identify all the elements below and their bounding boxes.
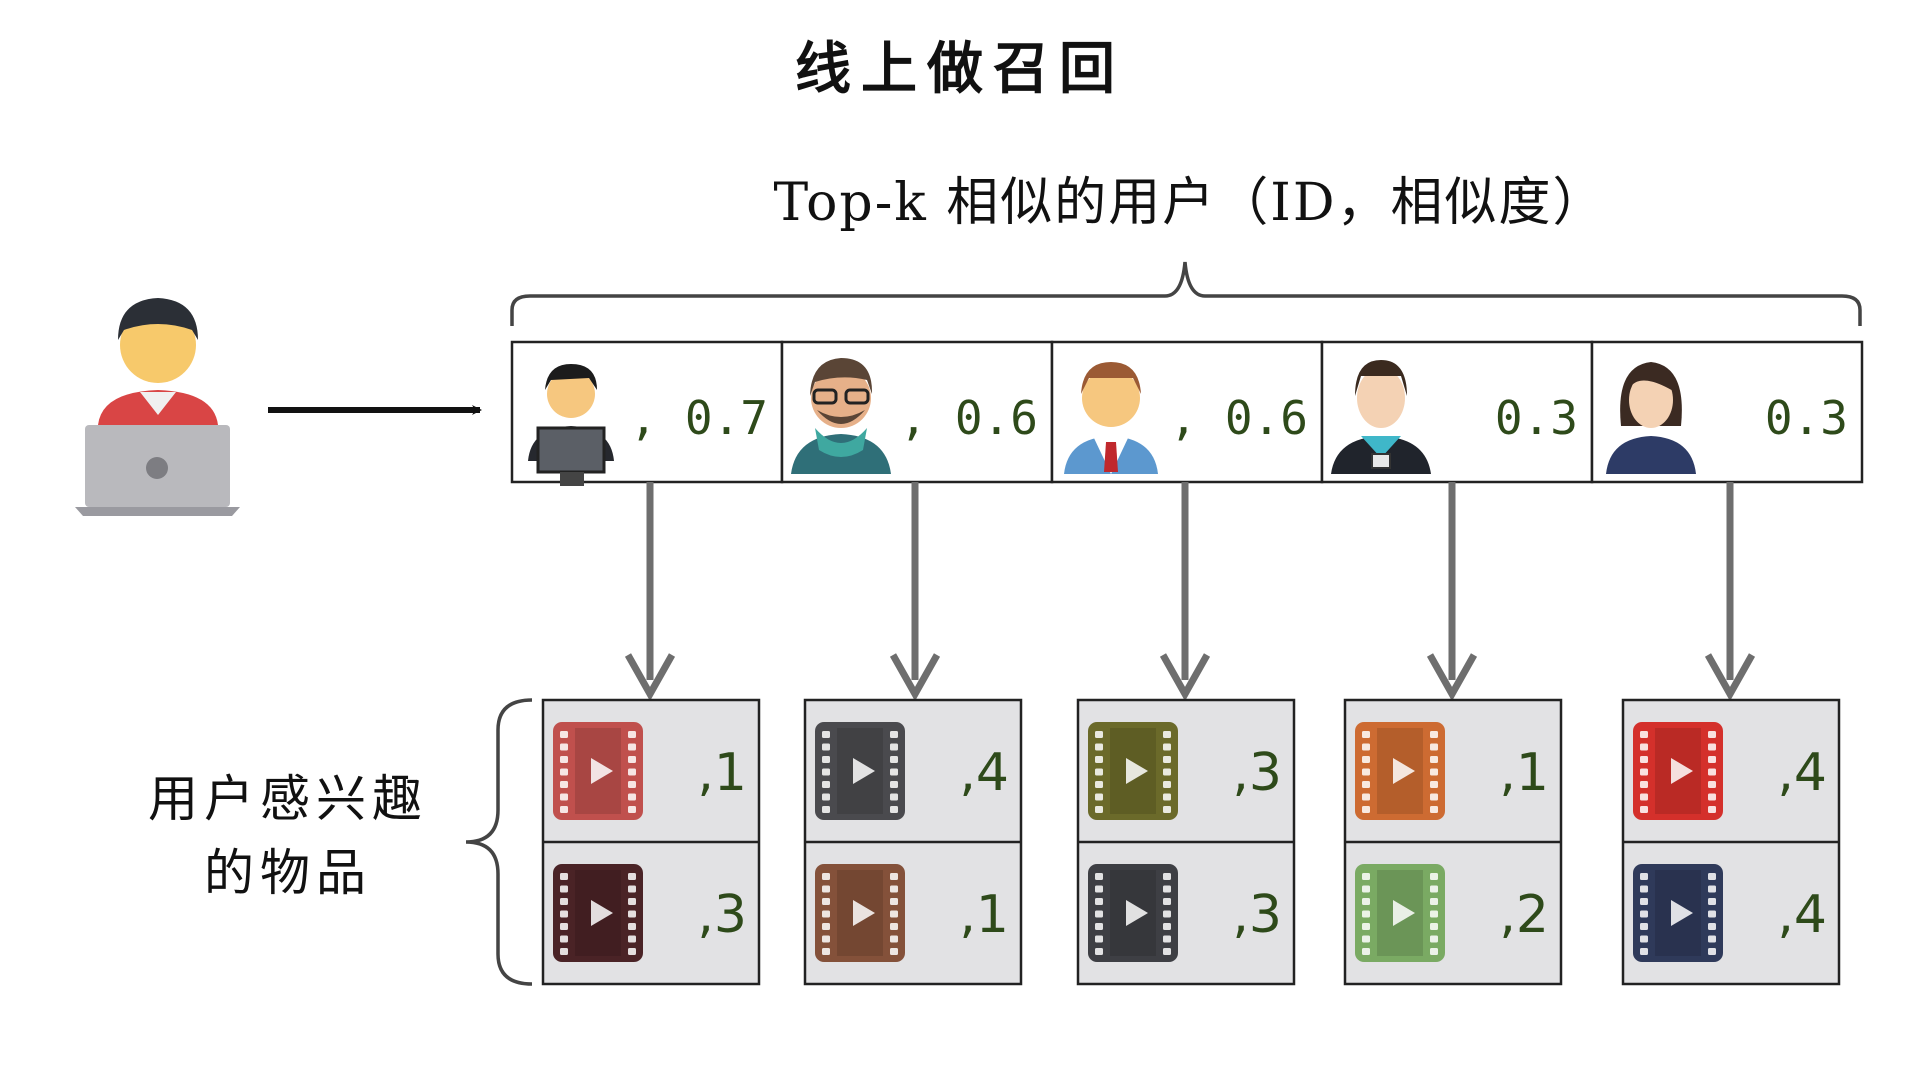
item-count: ,4 xyxy=(959,743,1009,803)
item-count: ,4 xyxy=(1777,885,1827,945)
similar-user-cell: , 0.7 xyxy=(510,340,784,486)
similar-user-cell: , 0.6 xyxy=(780,340,1054,484)
item-count: ,3 xyxy=(1232,885,1282,945)
item-row: ,2 xyxy=(1345,840,1561,962)
video-film-icon xyxy=(1355,722,1445,820)
page-title: 线上做召回 xyxy=(795,37,1125,102)
video-film-icon xyxy=(1088,864,1178,962)
video-film-icon xyxy=(1088,722,1178,820)
item-row: ,4 xyxy=(815,722,1009,820)
item-count: ,1 xyxy=(697,743,747,803)
similar-user-cell: , 0.6 xyxy=(1050,340,1324,484)
interested-items-group: ,1 ,2 xyxy=(1343,698,1563,986)
item-count: ,2 xyxy=(1499,885,1549,945)
item-count: ,3 xyxy=(1232,743,1282,803)
interested-items-group: ,4 ,4 xyxy=(1621,698,1841,986)
user-to-items-arrow xyxy=(1159,482,1211,702)
item-count: ,1 xyxy=(1499,743,1549,803)
item-count: ,1 xyxy=(959,885,1009,945)
hipster-glasses-avatar xyxy=(791,358,891,474)
similarity-score: 0.3 xyxy=(1495,391,1578,445)
similarity-score: , 0.6 xyxy=(1170,391,1308,445)
user-at-laptop-icon xyxy=(75,298,240,516)
item-row: ,4 xyxy=(1633,722,1827,820)
businessman-at-computer-avatar xyxy=(528,364,614,486)
item-row: ,1 xyxy=(553,722,747,820)
item-count: ,4 xyxy=(1777,743,1827,803)
man-with-tie-avatar xyxy=(1064,362,1158,474)
item-row: ,1 xyxy=(1355,722,1549,820)
top-brace xyxy=(510,261,1862,326)
video-film-icon xyxy=(1355,864,1445,962)
item-count: ,3 xyxy=(697,885,747,945)
item-row: ,1 xyxy=(805,840,1021,962)
similar-user-cell: 0.3 xyxy=(1320,340,1594,484)
user-interested-items-label: 用户感兴趣 的物品 xyxy=(118,762,458,910)
item-row: ,3 xyxy=(543,840,759,962)
user-to-items-arrow xyxy=(1704,482,1756,702)
interested-items-group: ,1 ,3 xyxy=(541,698,761,986)
similar-user-cell: 0.3 xyxy=(1590,340,1864,484)
similarity-score: , 0.6 xyxy=(900,391,1038,445)
user-to-items-arrow xyxy=(624,482,676,702)
woman-avatar xyxy=(1606,362,1696,474)
video-film-icon xyxy=(815,864,905,962)
item-row: ,3 xyxy=(1088,722,1282,820)
interested-items-group: ,4 ,1 xyxy=(803,698,1023,986)
left-label-line-2: 的物品 xyxy=(204,844,372,902)
item-row: ,3 xyxy=(1078,840,1294,962)
top-k-users-label: Top-k 相似的用户（ID，相似度） xyxy=(773,173,1607,233)
video-film-icon xyxy=(553,722,643,820)
video-film-icon xyxy=(1633,722,1723,820)
man-with-lanyard-avatar xyxy=(1331,360,1431,474)
video-film-icon xyxy=(1633,864,1723,962)
video-film-icon xyxy=(815,722,905,820)
video-film-icon xyxy=(553,864,643,962)
left-label-line-1: 用户感兴趣 xyxy=(148,770,428,828)
user-to-items-arrow xyxy=(1426,482,1478,702)
user-to-items-arrow xyxy=(889,482,941,702)
similarity-score: , 0.7 xyxy=(630,391,768,445)
interested-items-group: ,3 ,3 xyxy=(1076,698,1296,986)
item-row: ,4 xyxy=(1623,840,1839,962)
left-brace xyxy=(465,698,533,986)
similarity-score: 0.3 xyxy=(1765,391,1848,445)
